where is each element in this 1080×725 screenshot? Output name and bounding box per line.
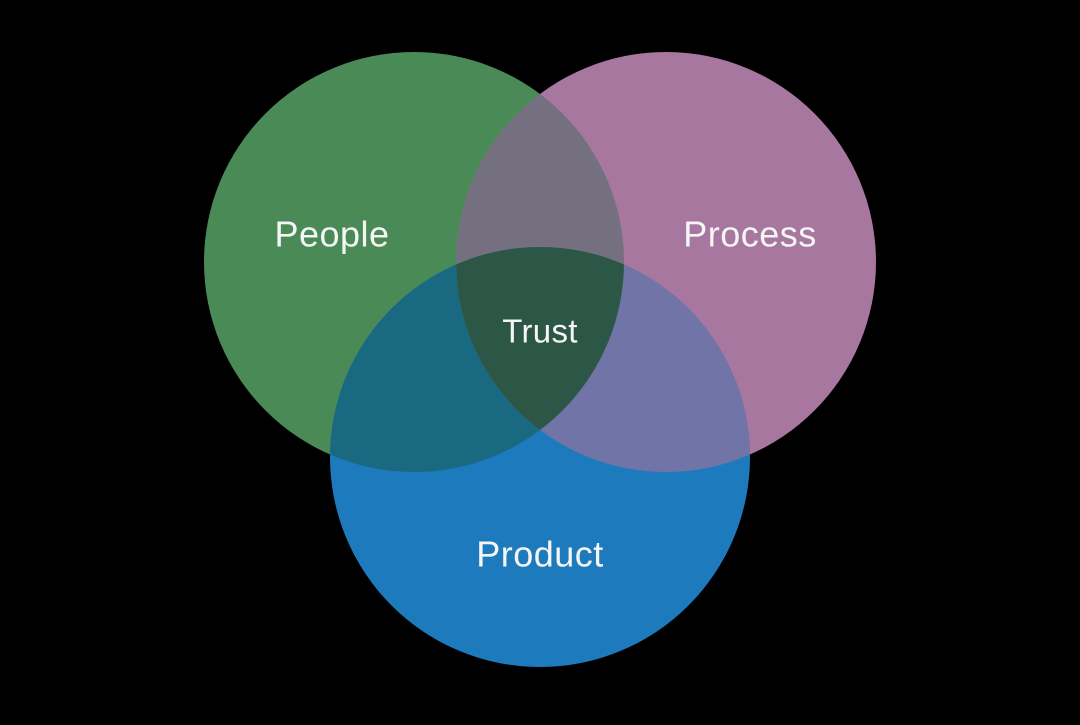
people-label: People (274, 214, 389, 255)
process-label: Process (683, 214, 817, 255)
trust-label: Trust (502, 313, 577, 350)
product-label: Product (476, 534, 604, 575)
